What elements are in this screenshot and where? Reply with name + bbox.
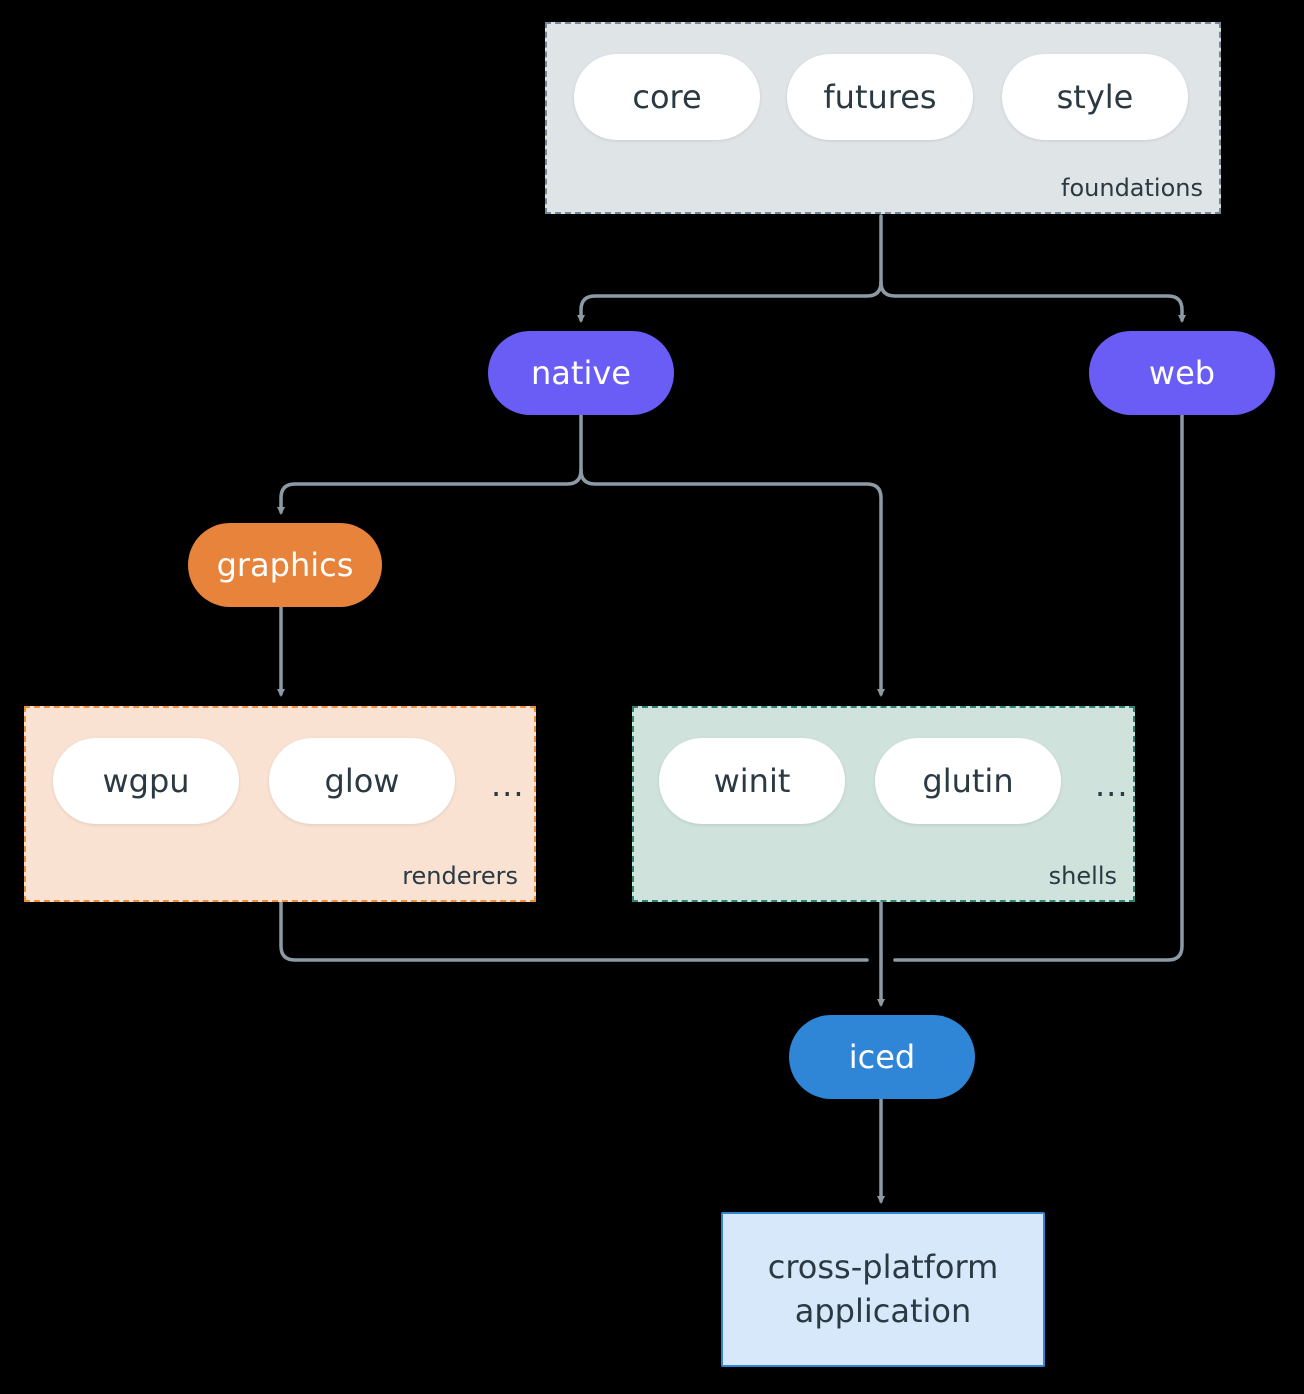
pill-wgpu[interactable]: wgpu: [53, 738, 239, 824]
pill-glutin[interactable]: glutin: [875, 738, 1061, 824]
pill-glow[interactable]: glow: [269, 738, 455, 824]
pill-winit[interactable]: winit: [659, 738, 845, 824]
ellipsis-shells: ...: [1095, 766, 1129, 804]
application-label-line2: application: [794, 1291, 972, 1330]
cluster-label-renderers: renderers: [402, 862, 518, 890]
cluster-renderers: wgpu glow ... renderers: [24, 706, 536, 902]
cluster-label-shells: shells: [1048, 862, 1117, 890]
edge-renderers-to-iced: [279, 900, 869, 962]
node-web[interactable]: web: [1089, 331, 1275, 415]
pill-style[interactable]: style: [1002, 54, 1188, 140]
pill-core[interactable]: core: [574, 54, 760, 140]
cluster-foundations: core futures style foundations: [545, 22, 1221, 214]
pill-futures[interactable]: futures: [787, 54, 973, 140]
node-iced[interactable]: iced: [789, 1015, 975, 1099]
node-application[interactable]: cross-platform application: [721, 1212, 1045, 1367]
edge-native-to-shells: [579, 468, 885, 697]
edge-foundations-to-web: [879, 280, 1186, 323]
node-graphics[interactable]: graphics: [188, 523, 382, 607]
cluster-label-foundations: foundations: [1061, 174, 1203, 202]
application-label-line1: cross-platform: [767, 1248, 999, 1287]
edge-foundations-to-native: [577, 280, 883, 323]
edge-native-to-graphics: [277, 468, 583, 515]
node-native[interactable]: native: [488, 331, 674, 415]
ellipsis-renderers: ...: [491, 766, 525, 804]
cluster-shells: winit glutin ... shells: [632, 706, 1135, 902]
